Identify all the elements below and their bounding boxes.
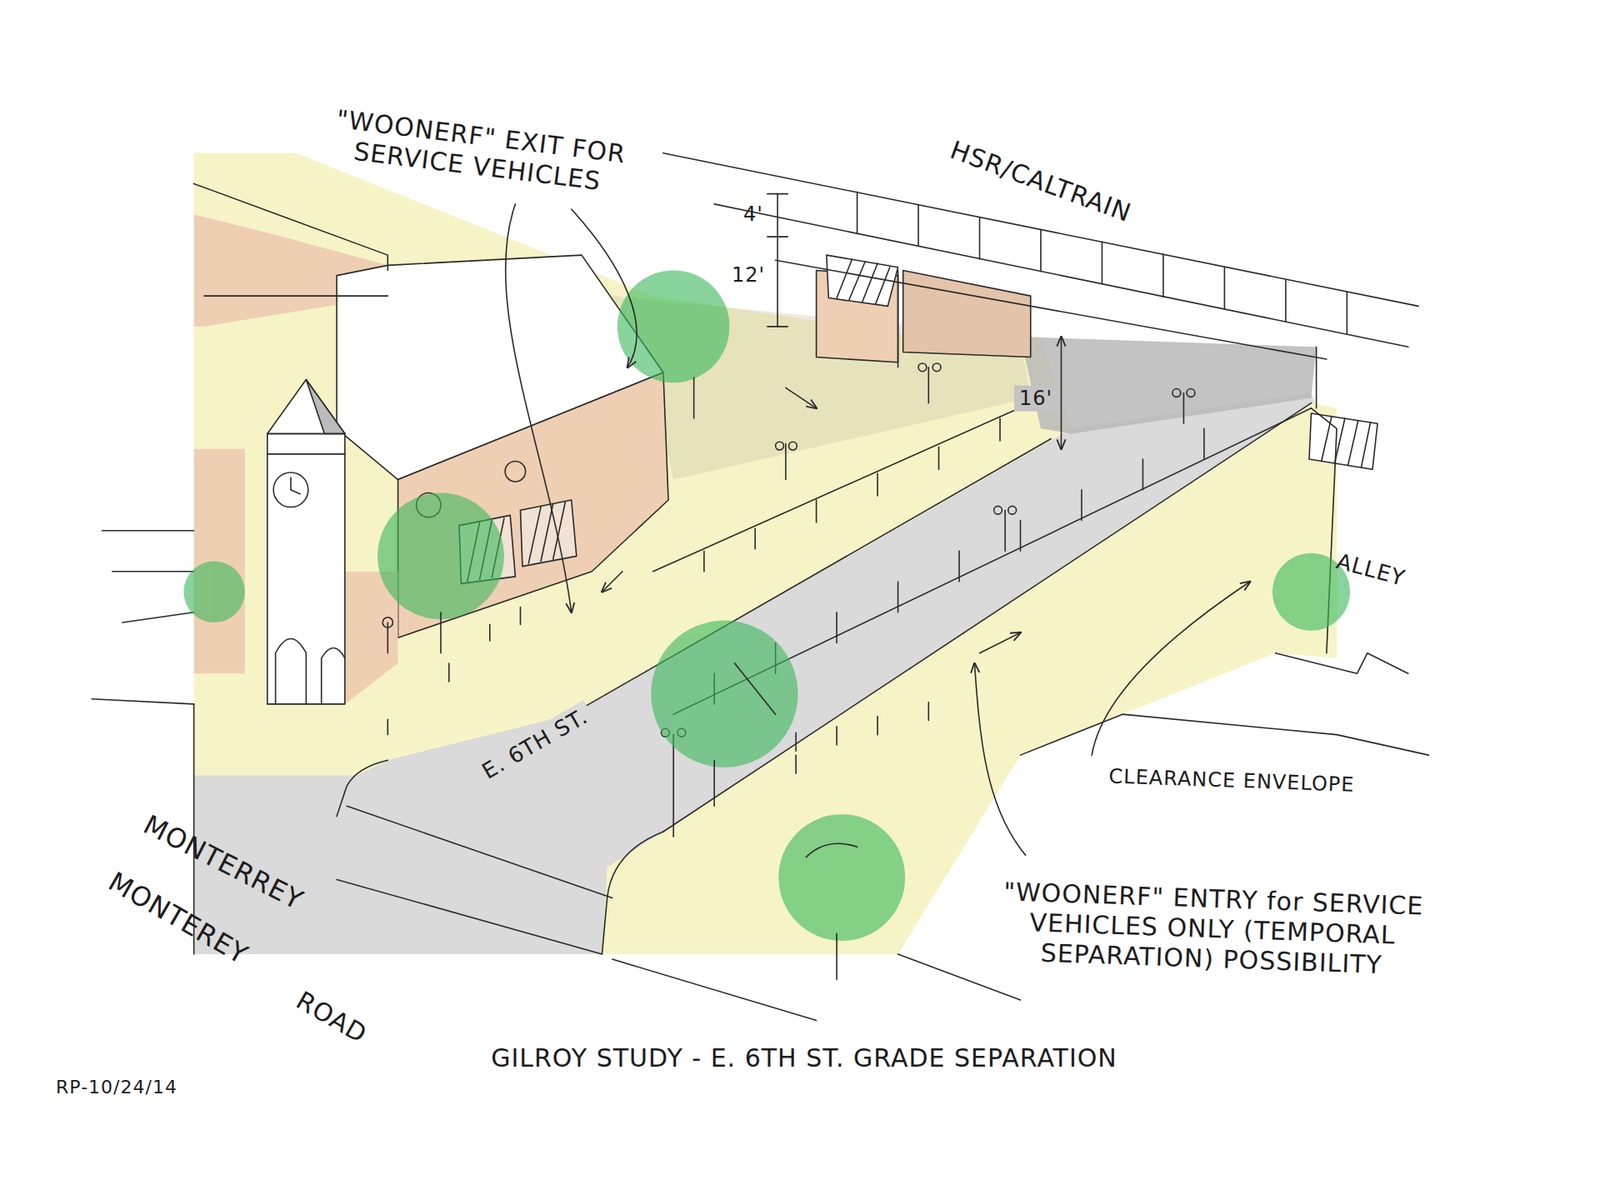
sketch-path	[775, 260, 1327, 360]
sketch-path	[267, 453, 345, 455]
sketch-path	[571, 209, 637, 368]
sketch-polygon	[1020, 336, 1317, 434]
sketch-circle	[617, 270, 730, 383]
sketch-circle	[650, 620, 798, 767]
sketch-polygon	[194, 449, 245, 674]
sketch-path	[795, 701, 929, 774]
sketch-circle	[1008, 505, 1017, 515]
bollards	[387, 607, 929, 775]
sketch-path	[927, 367, 930, 404]
sketch-path	[336, 880, 602, 955]
sketch-path	[91, 699, 194, 705]
sketch-label: CLEARANCE ENVELOPE	[1108, 764, 1355, 797]
sidewalks	[194, 153, 1337, 955]
sketch-path	[663, 403, 1312, 832]
sketch-circle	[994, 505, 1003, 515]
sketch-label: "WOONERF" EXIT FOR SERVICE VEHICLES	[285, 98, 673, 205]
buildings	[101, 183, 1030, 704]
sketch-circle	[1186, 389, 1195, 398]
sketch-label: ALLEY	[1333, 548, 1408, 592]
sketch-circle	[505, 460, 525, 481]
sketch-path	[321, 648, 345, 705]
sketch-path	[1183, 392, 1185, 424]
sketch-path	[612, 959, 817, 1020]
sketch-circle	[789, 441, 798, 450]
sketch-label: HSR/CALTRAIN	[946, 135, 1136, 229]
sketch-circle	[183, 560, 245, 622]
curbs-and-railings	[194, 403, 1430, 955]
sketch-path	[440, 377, 837, 980]
sketch-g	[183, 270, 1350, 940]
sketch-rect	[267, 433, 345, 704]
sketch-circle	[778, 814, 905, 941]
sketch-circle	[775, 441, 785, 450]
sketch-path	[346, 805, 612, 898]
sketch-label: 12'	[731, 263, 765, 288]
leader-arrows	[505, 204, 1250, 855]
sketch-path	[1060, 336, 1063, 450]
sketch-path	[275, 639, 307, 705]
street-lines	[91, 699, 1020, 1021]
sketch-circle	[382, 617, 393, 628]
dimension-lines	[767, 194, 1062, 450]
sketch-circle	[273, 472, 309, 508]
sketch-path	[735, 663, 858, 858]
sketch-path	[290, 477, 300, 495]
sketch-path	[704, 418, 1000, 572]
sketch-label: 4'	[743, 202, 764, 227]
sketch-path	[505, 204, 572, 613]
sketch-path	[1004, 510, 1006, 551]
clock-tower	[267, 380, 345, 705]
sketch-polygon	[1309, 413, 1378, 470]
sketch-path	[898, 270, 1317, 408]
sketch-path	[1321, 416, 1371, 468]
sketch-circle	[932, 363, 941, 372]
sketch-path	[528, 501, 565, 563]
sketch-path	[767, 194, 788, 327]
sketch-path	[194, 183, 389, 296]
sketch-path	[974, 663, 1025, 855]
sketch-path	[776, 194, 779, 327]
sketch-circle	[918, 363, 927, 372]
sketch-path	[1091, 581, 1250, 755]
sketch-label: E. 6TH ST.	[473, 700, 598, 788]
sketch-path	[672, 735, 675, 837]
sketch-circle	[1172, 389, 1181, 398]
trees	[183, 270, 1350, 980]
sketch-circle	[377, 492, 505, 620]
sketch-path	[836, 259, 890, 305]
awnings	[416, 255, 1378, 584]
sketch-label: ROAD	[290, 985, 372, 1050]
sketch-polygon	[305, 380, 345, 435]
sketch-polygon	[520, 500, 576, 567]
sketch-path	[1020, 714, 1430, 755]
sketch-path	[336, 760, 388, 816]
sketch-polygon	[267, 380, 345, 435]
sketch-label: 16'	[1014, 385, 1058, 412]
sketch-path	[898, 954, 1021, 1000]
sketch-title: GILROY STUDY - E. 6TH ST. GRADE SEPARATI…	[490, 1043, 1118, 1074]
sketch-path	[785, 387, 817, 408]
sketch-path	[1275, 408, 1409, 674]
sketch-path	[387, 607, 520, 735]
sketch-path	[714, 204, 1409, 347]
sketch-path	[571, 439, 1052, 715]
sketch-polygon	[903, 270, 1031, 357]
sketch-label: "WOONERF" ENTRY for SERVICE VEHICLES ONL…	[994, 876, 1430, 982]
sketch-path	[980, 632, 1021, 653]
sketch-path	[601, 571, 622, 592]
sketch-path	[101, 530, 194, 623]
sketch-path	[653, 403, 1031, 572]
sketch-path	[785, 444, 787, 480]
sketch-label: RP-10/24/14	[55, 1076, 178, 1099]
sketch-path	[601, 831, 663, 955]
light-poles	[382, 363, 1195, 837]
